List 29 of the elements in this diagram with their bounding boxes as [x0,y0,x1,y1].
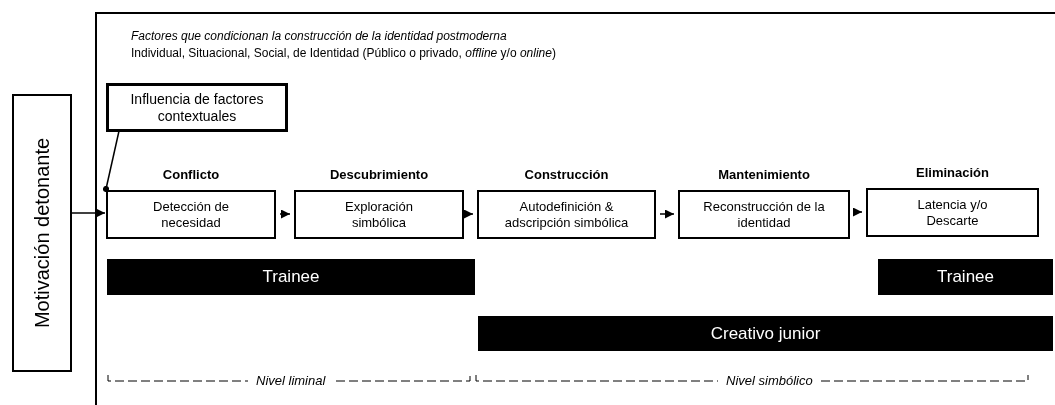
frame-title: Factores que condicionan la construcción de la identidad postmoderna [131,29,507,44]
stage-heading: Eliminación [915,165,990,182]
callout-text: Influencia de factores contextuales [129,90,265,125]
context-frame [95,12,1055,405]
role-bar [107,259,475,295]
arrow [279,209,291,219]
stage-heading: Conflicto [161,167,221,184]
stage-heading: Descubrimiento [328,167,430,184]
arrow [659,209,675,219]
step-text: Detección de necesidad [152,198,230,231]
role-bar [878,259,1053,295]
role-bar [478,316,1053,351]
stage-heading: Mantenimiento [717,167,811,184]
stage-label: Motivación detonante [29,137,54,329]
arrow [464,209,474,219]
step-text: Exploración simbólica [344,198,414,231]
step-text: Autodefinición & adscripción simbólica [503,198,630,231]
arrow [853,207,863,217]
step-text: Latencia y/o Descarte [916,196,989,229]
role-label: Trainee [261,266,321,288]
step-text: Reconstrucción de la identidad [702,198,826,231]
role-label: Trainee [936,266,995,288]
callout-box [106,83,288,132]
leader-line [103,130,120,192]
stage-heading: Construcción [523,167,610,184]
role-label: Creativo junior [709,322,822,345]
factor-list: Individual, Situacional, Social, de Identidad (Público o privado, offline y/o online) [131,46,556,61]
stage-box [12,94,72,372]
arrow [71,208,106,218]
